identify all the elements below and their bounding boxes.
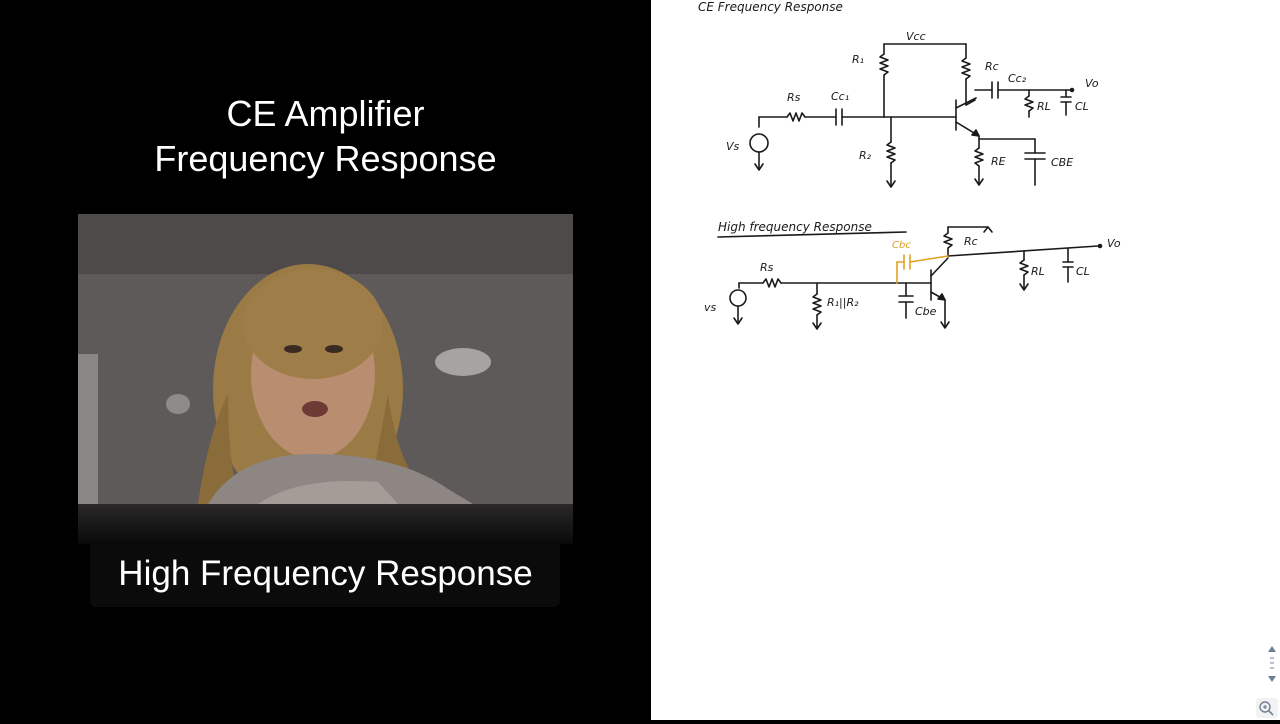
label-hf-rc: Rc [964, 235, 978, 248]
label-hf-rs: Rs [760, 261, 774, 274]
heading-high-frequency-response: High frequency Response [718, 220, 872, 234]
label-rl: RL [1037, 100, 1051, 113]
label-cbe: CBE [1051, 156, 1073, 169]
label-hf-cbc: Cbc [892, 240, 911, 251]
page-scroll-control[interactable] [1267, 644, 1277, 684]
presenter-video-image [78, 214, 573, 504]
zoom-in-icon [1259, 701, 1274, 716]
label-hf-vo: Vo [1107, 237, 1121, 250]
video-fade [78, 504, 573, 544]
presenter-video [78, 214, 573, 504]
label-r2: R₂ [859, 149, 872, 162]
label-hf-vs: vs [704, 301, 717, 314]
label-hf-cl: CL [1076, 265, 1090, 278]
label-hf-rl: RL [1031, 265, 1045, 278]
caption-background [90, 541, 560, 607]
heading-ce-frequency-response: CE Frequency Response [698, 0, 843, 14]
label-vo: Vo [1085, 77, 1099, 90]
label-re: RE [991, 155, 1006, 168]
video-caption: High Frequency Response [118, 554, 533, 593]
zoom-button[interactable] [1256, 698, 1278, 718]
label-cc1: Cc₁ [831, 90, 849, 103]
up-down-arrows-icon [1268, 646, 1276, 682]
label-cl: CL [1075, 100, 1089, 113]
slide-title-line1: CE Amplifier [226, 93, 425, 134]
label-vcc: Vcc [906, 30, 926, 43]
label-hf-cbe: Cbe [915, 305, 937, 318]
label-r1: R₁ [852, 53, 864, 66]
heading2-underline [717, 231, 907, 238]
label-rc: Rc [985, 60, 999, 73]
label-cc2: Cc₂ [1008, 72, 1027, 85]
high-frequency-model [729, 226, 1103, 330]
presenter-panel: CE Amplifier Frequency Response High Fre… [78, 93, 573, 607]
circuit-sketches: CE Frequency Response [698, 0, 1121, 330]
label-vs: Vs [726, 140, 740, 153]
ce-amplifier-schematic [749, 43, 1075, 188]
slide-title-line2: Frequency Response [154, 138, 497, 179]
label-rs: Rs [787, 91, 801, 104]
whiteboard: CE Frequency Response [651, 0, 1280, 720]
label-hf-r1r2: R₁||R₂ [827, 296, 859, 309]
